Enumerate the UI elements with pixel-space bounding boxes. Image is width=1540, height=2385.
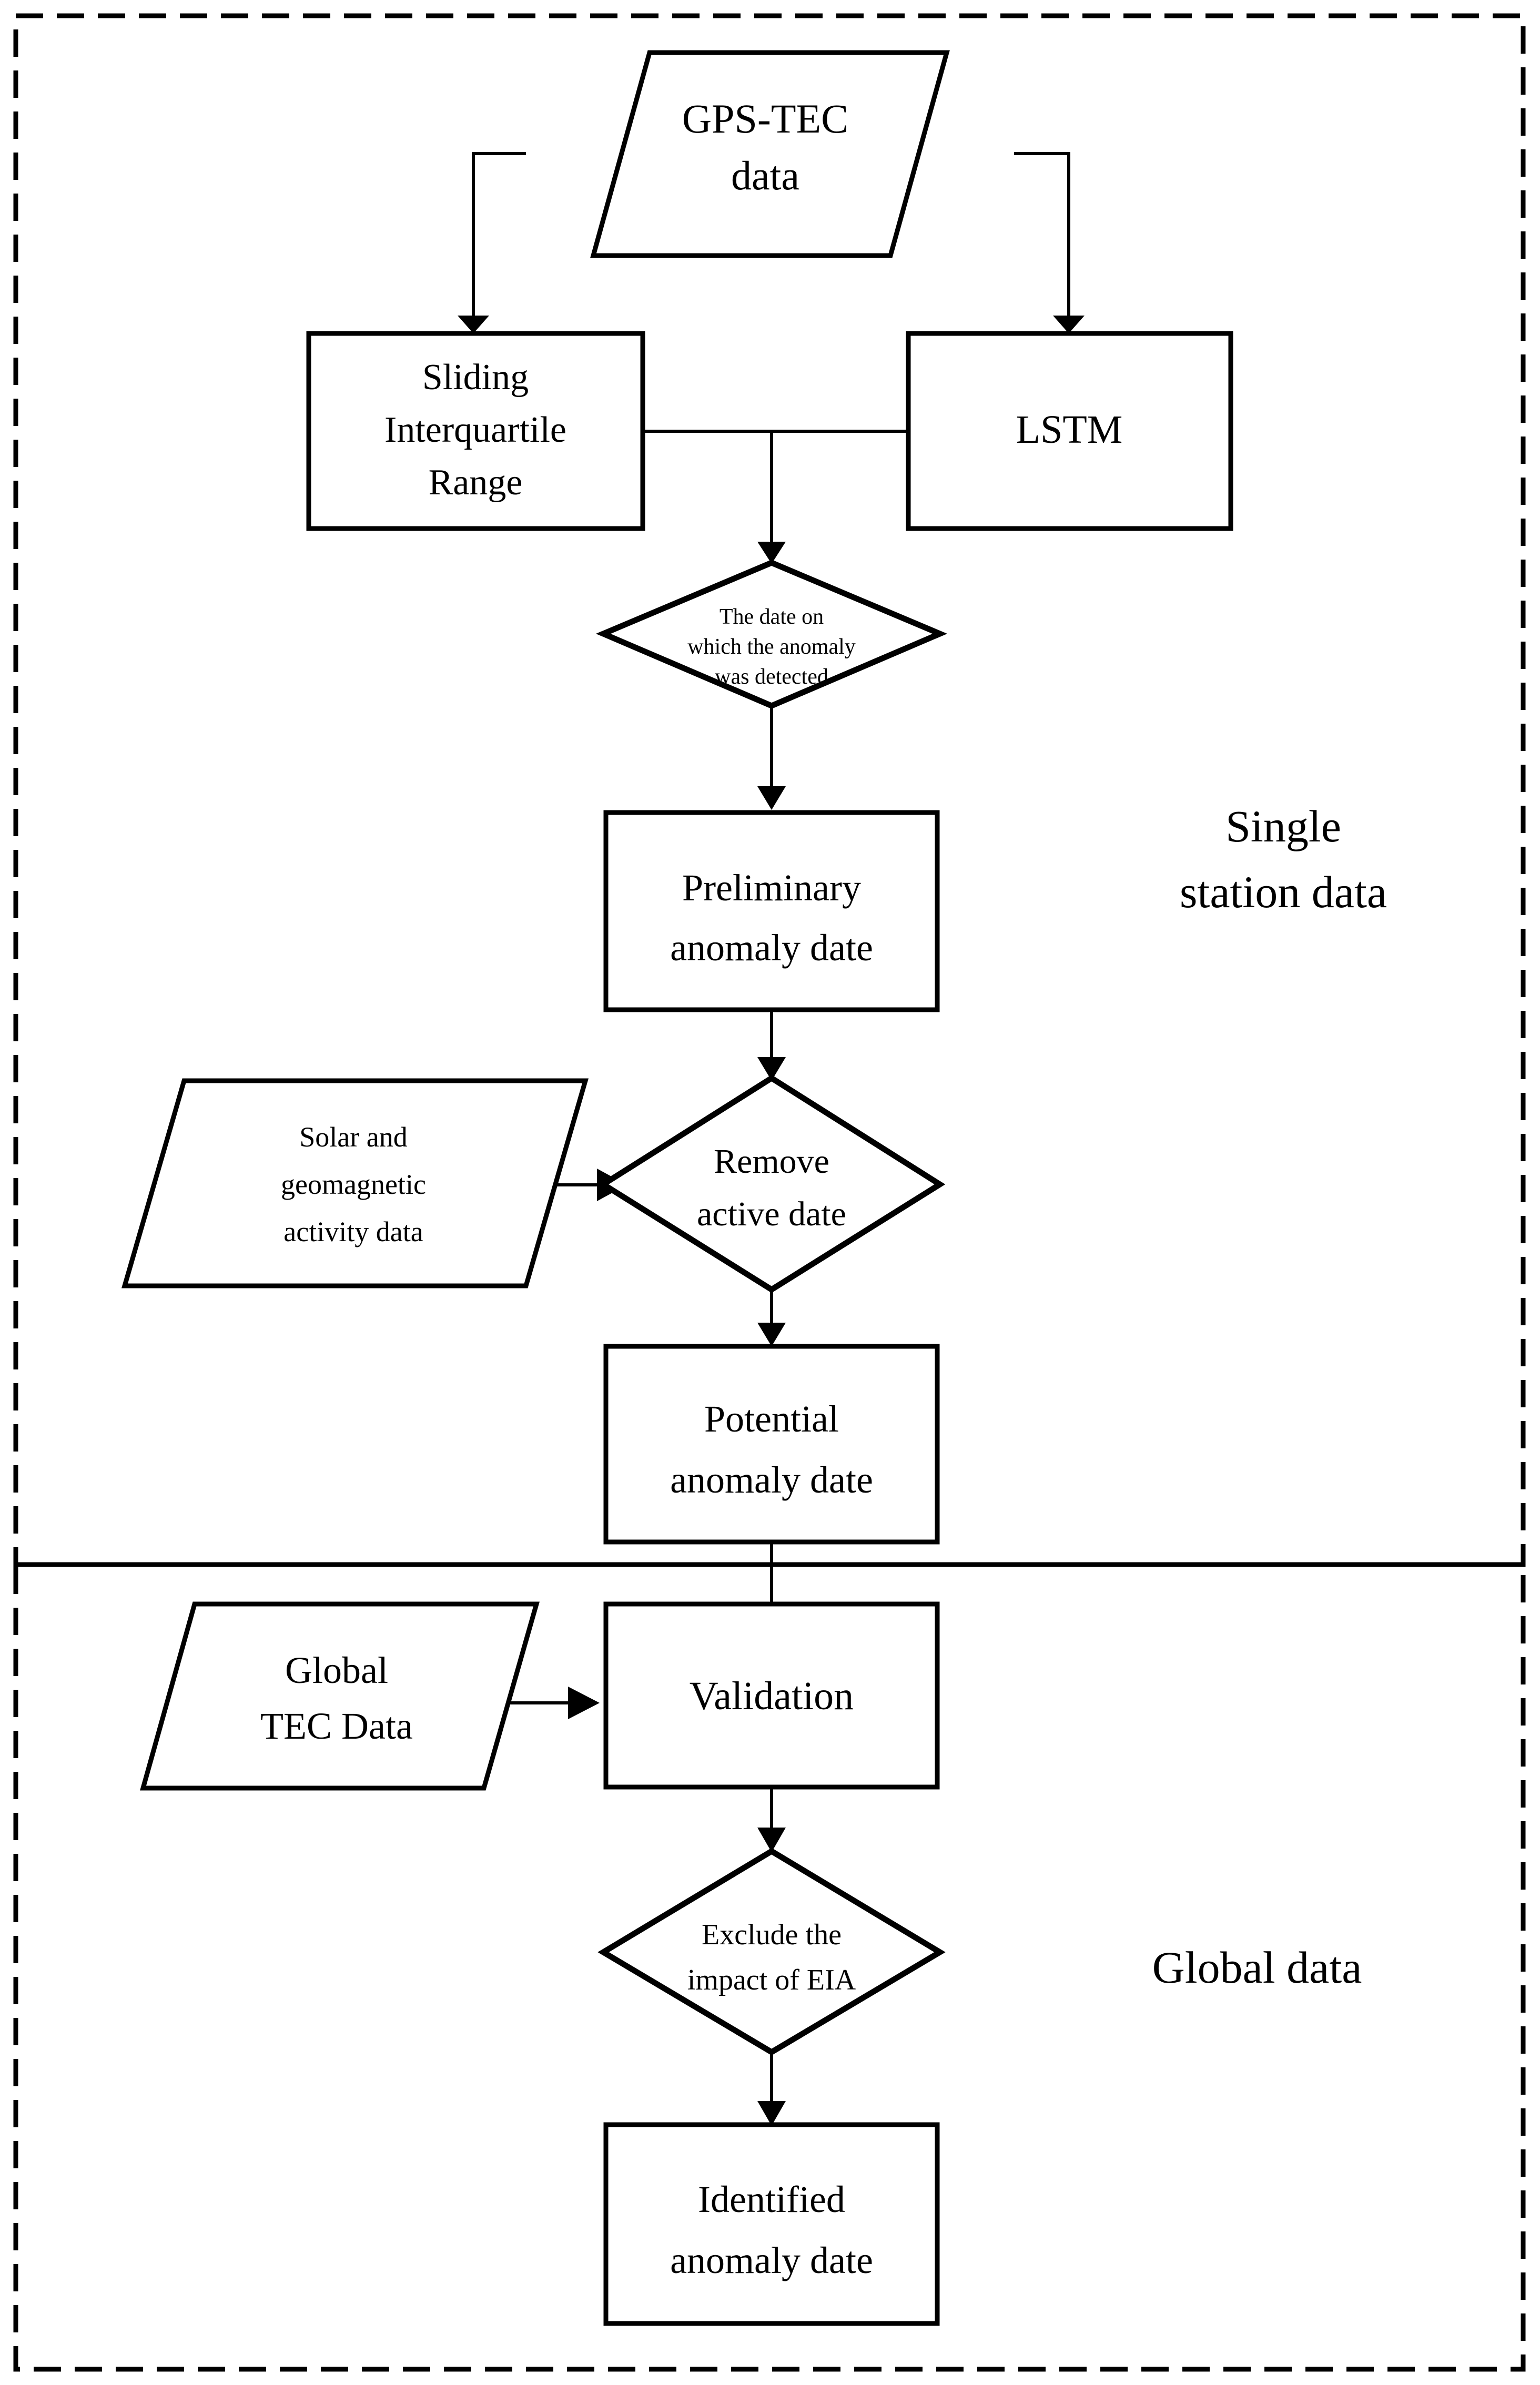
global-tec-data-label-line1: Global bbox=[285, 1649, 388, 1691]
sliding-iqr-label-line1: Sliding bbox=[422, 357, 529, 398]
remove-active-date-label-line2: active date bbox=[697, 1195, 846, 1233]
node-identified-anomaly-date[interactable]: Identified anomaly date bbox=[603, 2122, 940, 2326]
gps-tec-data-shape[interactable] bbox=[590, 50, 950, 258]
section-frame-single-station bbox=[13, 13, 1526, 1567]
solar-geomagnetic-data-label-line2: geomagnetic bbox=[281, 1169, 426, 1200]
potential-anomaly-date-label-line2: anomaly date bbox=[670, 1459, 873, 1501]
solar-geomagnetic-data-label-line3: activity data bbox=[283, 1216, 423, 1247]
solar-geomagnetic-data-shape[interactable] bbox=[121, 1078, 589, 1288]
remove-active-date-shape[interactable] bbox=[597, 1074, 946, 1293]
identified-anomaly-date-shape[interactable] bbox=[603, 2122, 940, 2326]
global-tec-data-shape[interactable] bbox=[140, 1601, 540, 1791]
gps-tec-data-label-line2: data bbox=[731, 153, 799, 198]
edge-gps-to-sliding-iqr bbox=[472, 152, 526, 316]
arrowhead-global-tec-to-validation bbox=[568, 1687, 600, 1719]
validation-shape[interactable] bbox=[603, 1601, 940, 1790]
arrowhead-anomaly-decision-to-preliminary bbox=[757, 786, 786, 810]
preliminary-anomaly-date-shape[interactable] bbox=[603, 810, 940, 1012]
global-tec-data-label-line2: TEC Data bbox=[260, 1705, 413, 1747]
global-dashed-border bbox=[13, 1562, 1526, 2372]
arrowhead-gps-to-sliding-iqr bbox=[458, 316, 489, 333]
node-solar-geomagnetic-data[interactable]: Solar and geomagnetic activity data bbox=[121, 1078, 589, 1288]
identified-anomaly-date-label-line1: Identified bbox=[698, 2178, 845, 2220]
edge-gps-to-lstm bbox=[1014, 152, 1070, 316]
identified-anomaly-date-label-line2: anomaly date bbox=[670, 2239, 873, 2281]
preliminary-anomaly-date-label-line1: Preliminary bbox=[682, 867, 861, 909]
node-remove-active-date[interactable]: Remove active date bbox=[597, 1074, 946, 1293]
preliminary-anomaly-date-label-line2: anomaly date bbox=[670, 927, 873, 969]
single-station-dashed-border bbox=[13, 13, 1526, 1567]
potential-anomaly-date-shape[interactable] bbox=[603, 1344, 940, 1545]
node-potential-anomaly-date[interactable]: Potential anomaly date bbox=[603, 1344, 940, 1545]
sliding-iqr-label-line3: Range bbox=[429, 462, 523, 503]
sliding-iqr-label-line2: Interquartile bbox=[384, 410, 566, 450]
solar-geomagnetic-data-label-line1: Solar and bbox=[299, 1121, 407, 1153]
gps-tec-data-label-line1: GPS-TEC bbox=[682, 96, 848, 141]
validation-label-line1: Validation bbox=[690, 1674, 854, 1718]
potential-anomaly-date-label-line1: Potential bbox=[704, 1398, 839, 1440]
sliding-iqr-shape[interactable] bbox=[306, 331, 645, 531]
global-label-line1: Global data bbox=[1152, 1942, 1362, 1993]
node-validation[interactable]: Validation bbox=[603, 1601, 940, 1790]
anomaly-date-decision-label-line3: was detected bbox=[715, 665, 828, 689]
arrowhead-gps-to-lstm bbox=[1053, 316, 1085, 333]
node-preliminary-anomaly-date[interactable]: Preliminary anomaly date bbox=[603, 810, 940, 1012]
section-label-global: Global data bbox=[1152, 1942, 1362, 1993]
lstm-label-line1: LSTM bbox=[1016, 408, 1123, 452]
node-gps-tec-data[interactable]: GPS-TEC data bbox=[590, 50, 950, 258]
anomaly-date-decision-shape[interactable] bbox=[595, 560, 948, 709]
exclude-eia-shape[interactable] bbox=[597, 1848, 946, 2056]
arrowhead-remove-active-to-potential bbox=[757, 1323, 786, 1346]
arrowhead-preliminary-to-remove-active bbox=[757, 1057, 786, 1081]
node-global-tec-data[interactable]: Global TEC Data bbox=[140, 1601, 540, 1791]
section-label-single-station: Single station data bbox=[1180, 801, 1387, 917]
arrowhead-validation-to-exclude-eia bbox=[757, 1828, 786, 1852]
node-exclude-eia[interactable]: Exclude the impact of EIA bbox=[597, 1848, 946, 2056]
section-frame-global bbox=[13, 1562, 1526, 2372]
node-anomaly-date-decision[interactable]: The date on which the anomaly was detect… bbox=[595, 560, 948, 709]
single-station-label-line1: Single bbox=[1225, 801, 1341, 851]
arrowhead-exclude-eia-to-identified bbox=[757, 2101, 786, 2126]
exclude-eia-label-line1: Exclude the bbox=[702, 1919, 842, 1951]
node-sliding-iqr[interactable]: Sliding Interquartile Range bbox=[306, 331, 645, 531]
lstm-shape[interactable] bbox=[906, 331, 1233, 531]
single-station-label-line2: station data bbox=[1180, 867, 1387, 917]
connectors bbox=[458, 152, 1085, 2126]
remove-active-date-label-line1: Remove bbox=[714, 1142, 829, 1181]
anomaly-date-decision-label-line2: which the anomaly bbox=[687, 635, 856, 659]
exclude-eia-label-line2: impact of EIA bbox=[687, 1964, 856, 1996]
anomaly-date-decision-label-line1: The date on bbox=[720, 605, 824, 629]
node-lstm[interactable]: LSTM bbox=[906, 331, 1233, 531]
arrowhead-join-to-anomaly-decision bbox=[757, 542, 786, 564]
